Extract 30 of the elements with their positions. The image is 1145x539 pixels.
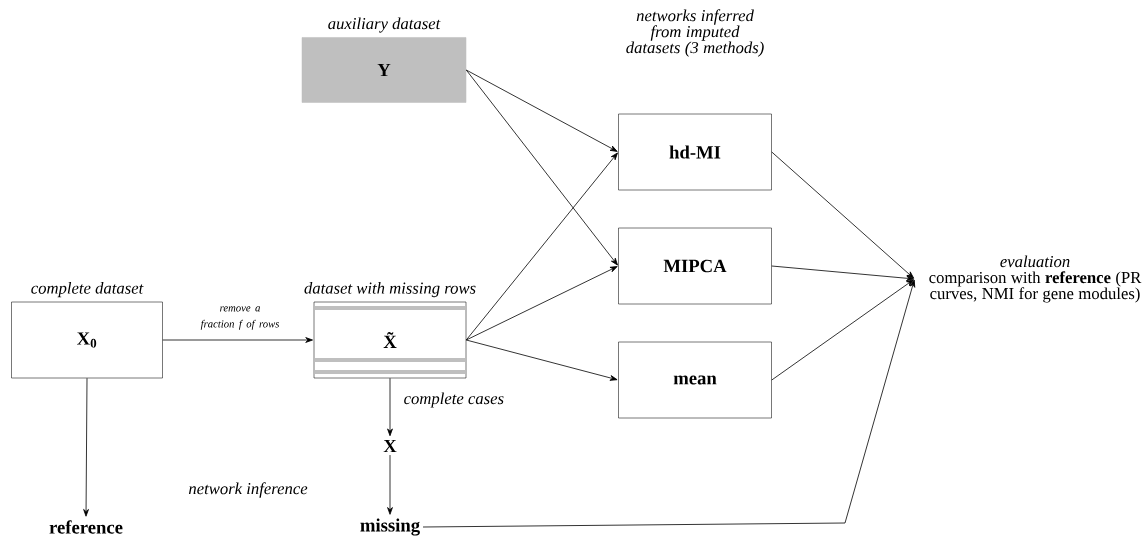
arrow	[465, 339, 618, 381]
result-text: X	[383, 439, 397, 453]
arrow	[422, 279, 916, 528]
box-heading: complete dataset	[31, 282, 144, 298]
dataset-box: X̃	[313, 301, 467, 379]
dataset-box: X$_{0}$	[11, 301, 163, 379]
edge-label: remove a fraction f of rows	[192, 305, 288, 331]
method-box: hd-MI	[618, 113, 772, 191]
dataset-box: Y	[301, 37, 467, 103]
arrow	[83, 377, 89, 517]
group-heading: networks inferred from imputed datasets (3 methods)	[626, 9, 764, 57]
step-label: network inference	[188, 482, 308, 498]
arrow	[387, 377, 393, 437]
arrow	[465, 266, 618, 341]
evaluation-text: evaluation comparison with reference (PR curves, NMI for gene modules)	[929, 255, 1142, 303]
arrow	[771, 151, 915, 279]
arrow	[771, 279, 914, 381]
edge-label: complete cases	[402, 391, 506, 409]
method-box: MIPCA	[618, 227, 772, 305]
arrow	[465, 152, 618, 341]
arrow	[465, 69, 618, 266]
box-heading: auxiliary dataset	[328, 17, 441, 33]
arrow	[162, 337, 313, 343]
arrow	[387, 454, 393, 515]
box-heading: dataset with missing rows	[304, 282, 476, 298]
result-text: reference	[49, 520, 123, 534]
arrow	[771, 265, 914, 282]
arrow	[465, 69, 618, 152]
result-text: missing	[360, 518, 420, 536]
method-box: mean	[618, 341, 772, 419]
